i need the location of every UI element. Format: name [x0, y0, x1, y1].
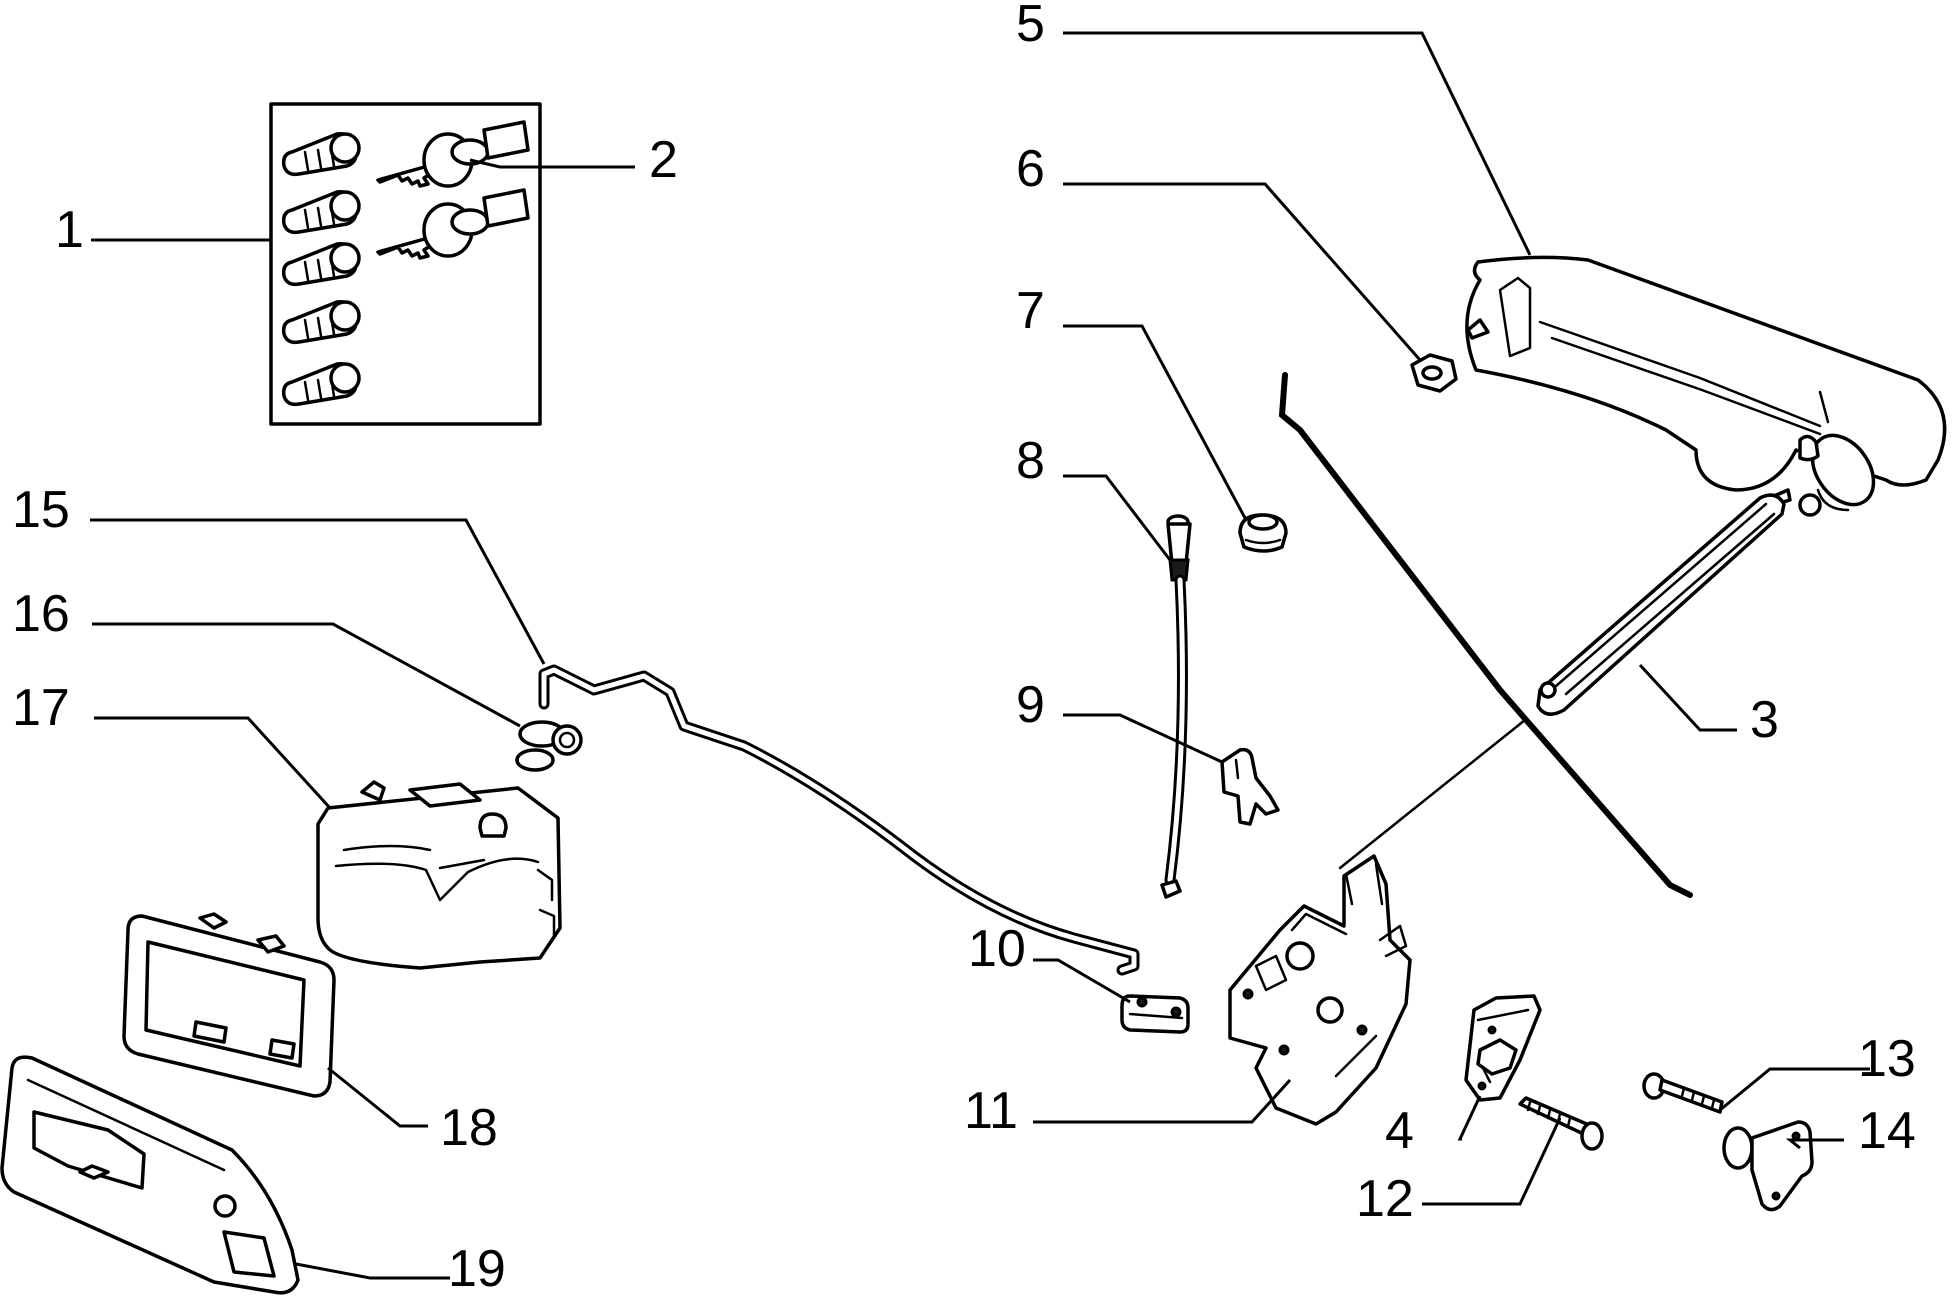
leader-lines [90, 31, 1870, 1280]
door-latch [1228, 854, 1412, 1126]
callout-14: 14 [1858, 1102, 1916, 1160]
callout-1: 1 [55, 201, 84, 259]
lock-cylinder [281, 190, 361, 235]
callout-6: 6 [1016, 140, 1045, 198]
callout-7: 7 [1016, 282, 1045, 340]
lock-cylinder [281, 242, 361, 287]
bolt [1518, 1096, 1604, 1151]
callout-13: 13 [1858, 1030, 1916, 1088]
callout-18: 18 [440, 1099, 498, 1157]
callout-17: 17 [12, 679, 70, 737]
lock-cylinder [281, 362, 361, 407]
inner-handle-housing [316, 780, 562, 970]
striker-pin [1722, 1120, 1814, 1212]
lock-cylinder [281, 132, 361, 177]
callout-4: 4 [1385, 1102, 1414, 1160]
control-cable [1160, 514, 1192, 899]
grommet [1238, 513, 1288, 553]
callout-12: 12 [1356, 1170, 1414, 1228]
callout-5: 5 [1016, 0, 1045, 53]
callout-11: 11 [964, 1082, 1018, 1140]
keys [376, 120, 530, 260]
striker-plate [1464, 994, 1542, 1102]
rod-retaining-clip [515, 720, 583, 772]
hex-nut [1410, 353, 1458, 393]
rod-clip [1220, 747, 1280, 826]
callout-9: 9 [1016, 676, 1045, 734]
callout-16: 16 [12, 585, 70, 643]
key [376, 188, 530, 260]
rod-bracket [1120, 994, 1190, 1034]
outer-door-handle [1465, 255, 1947, 517]
screw [1642, 1072, 1724, 1114]
callout-19: 19 [448, 1240, 506, 1298]
handle-rod [1536, 493, 1786, 716]
callout-15: 15 [12, 481, 70, 539]
handle-bezel [122, 912, 336, 1098]
callout-labels: 1 2 3 4 5 6 7 8 9 10 11 12 13 14 15 16 1… [12, 0, 1916, 1298]
callout-2: 2 [649, 131, 678, 189]
callout-10: 10 [968, 920, 1026, 978]
lock-rod [538, 664, 1140, 976]
key [376, 120, 530, 188]
callout-8: 8 [1016, 432, 1045, 490]
lock-cylinder [281, 300, 361, 345]
lock-cylinder-kit [269, 102, 542, 426]
callout-3: 3 [1750, 691, 1779, 749]
door-outline [1278, 372, 1693, 898]
door-pull-trim [0, 1055, 300, 1295]
